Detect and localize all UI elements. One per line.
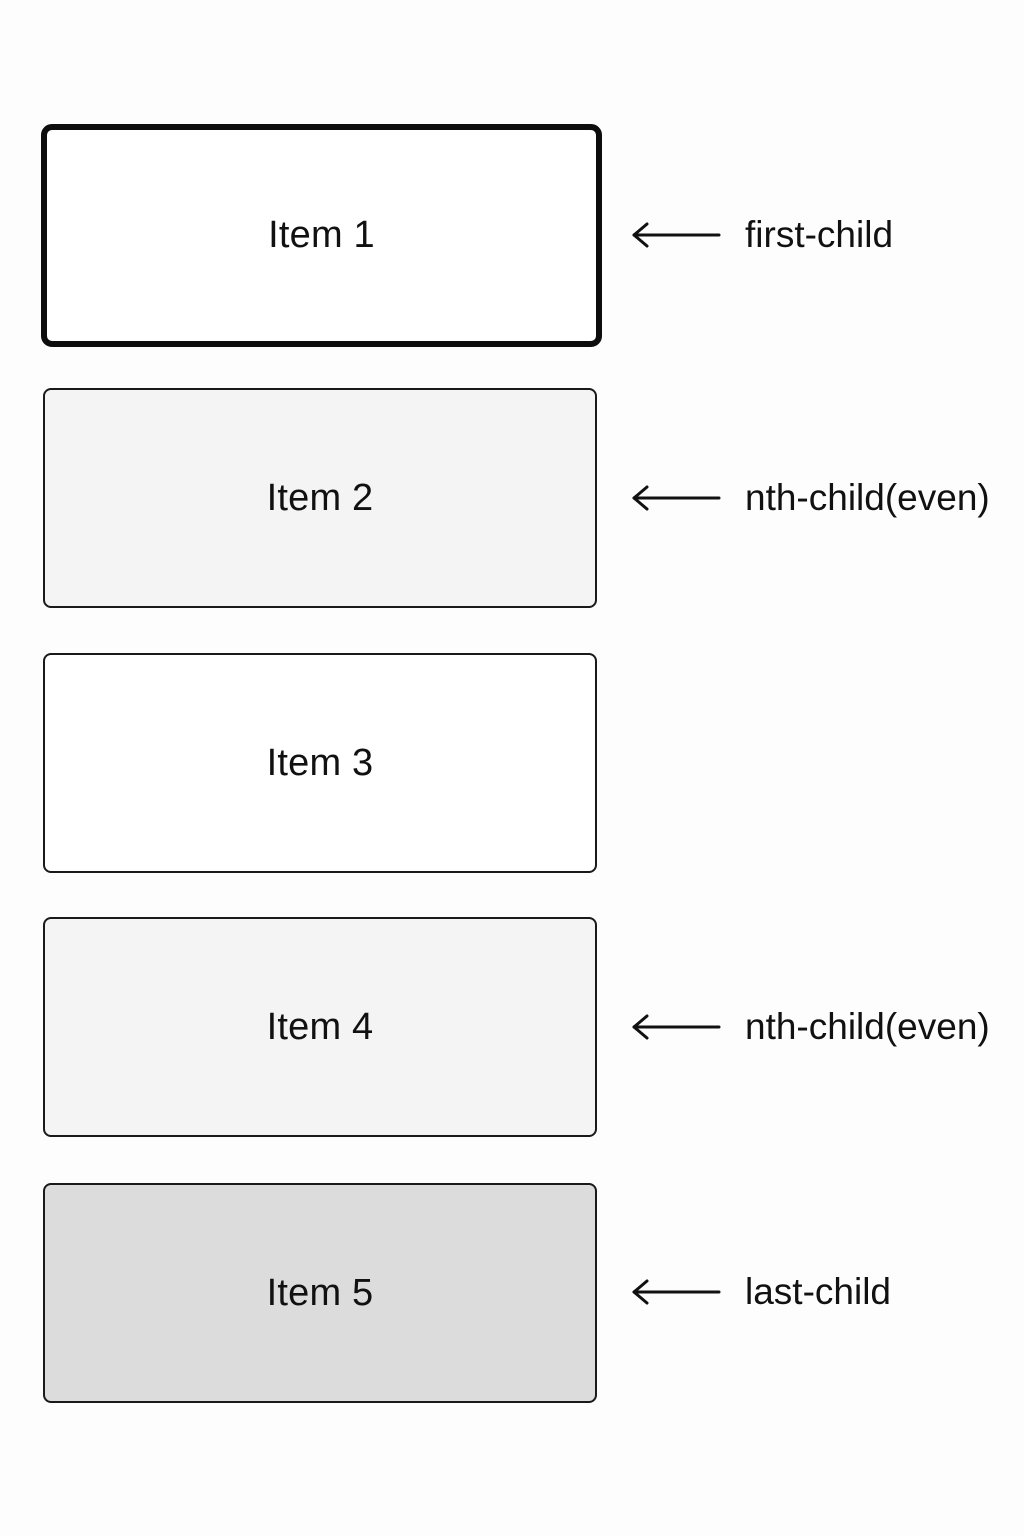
item-label: Item 3 (266, 741, 374, 784)
annotation-label: nth-child(even) (745, 477, 990, 518)
list-item-1: Item 1 (41, 124, 602, 347)
item-label: Item 1 (268, 214, 375, 256)
list-item-4: Item 4 (43, 917, 597, 1137)
annotation-nth-child-even: nth-child(even) (630, 468, 990, 528)
annotation-label: last-child (745, 1271, 891, 1312)
list-item-5: Item 5 (43, 1183, 597, 1403)
list-item-2: Item 2 (43, 388, 597, 608)
item-label: Item 2 (266, 476, 374, 519)
arrow-left-icon (632, 485, 721, 511)
item-label: Item 4 (266, 1005, 374, 1048)
arrow-left-icon (632, 1014, 721, 1040)
arrow-left-icon (632, 1279, 721, 1305)
annotation-first-child: first-child (630, 205, 893, 265)
annotation-last-child: last-child (630, 1262, 891, 1322)
annotation-label: first-child (745, 214, 894, 255)
list-item-3: Item 3 (43, 653, 597, 873)
annotation-label: nth-child(even) (745, 1006, 990, 1047)
item-label: Item 5 (266, 1271, 374, 1314)
arrow-left-icon (632, 222, 721, 248)
annotation-nth-child-even: nth-child(even) (630, 997, 990, 1057)
